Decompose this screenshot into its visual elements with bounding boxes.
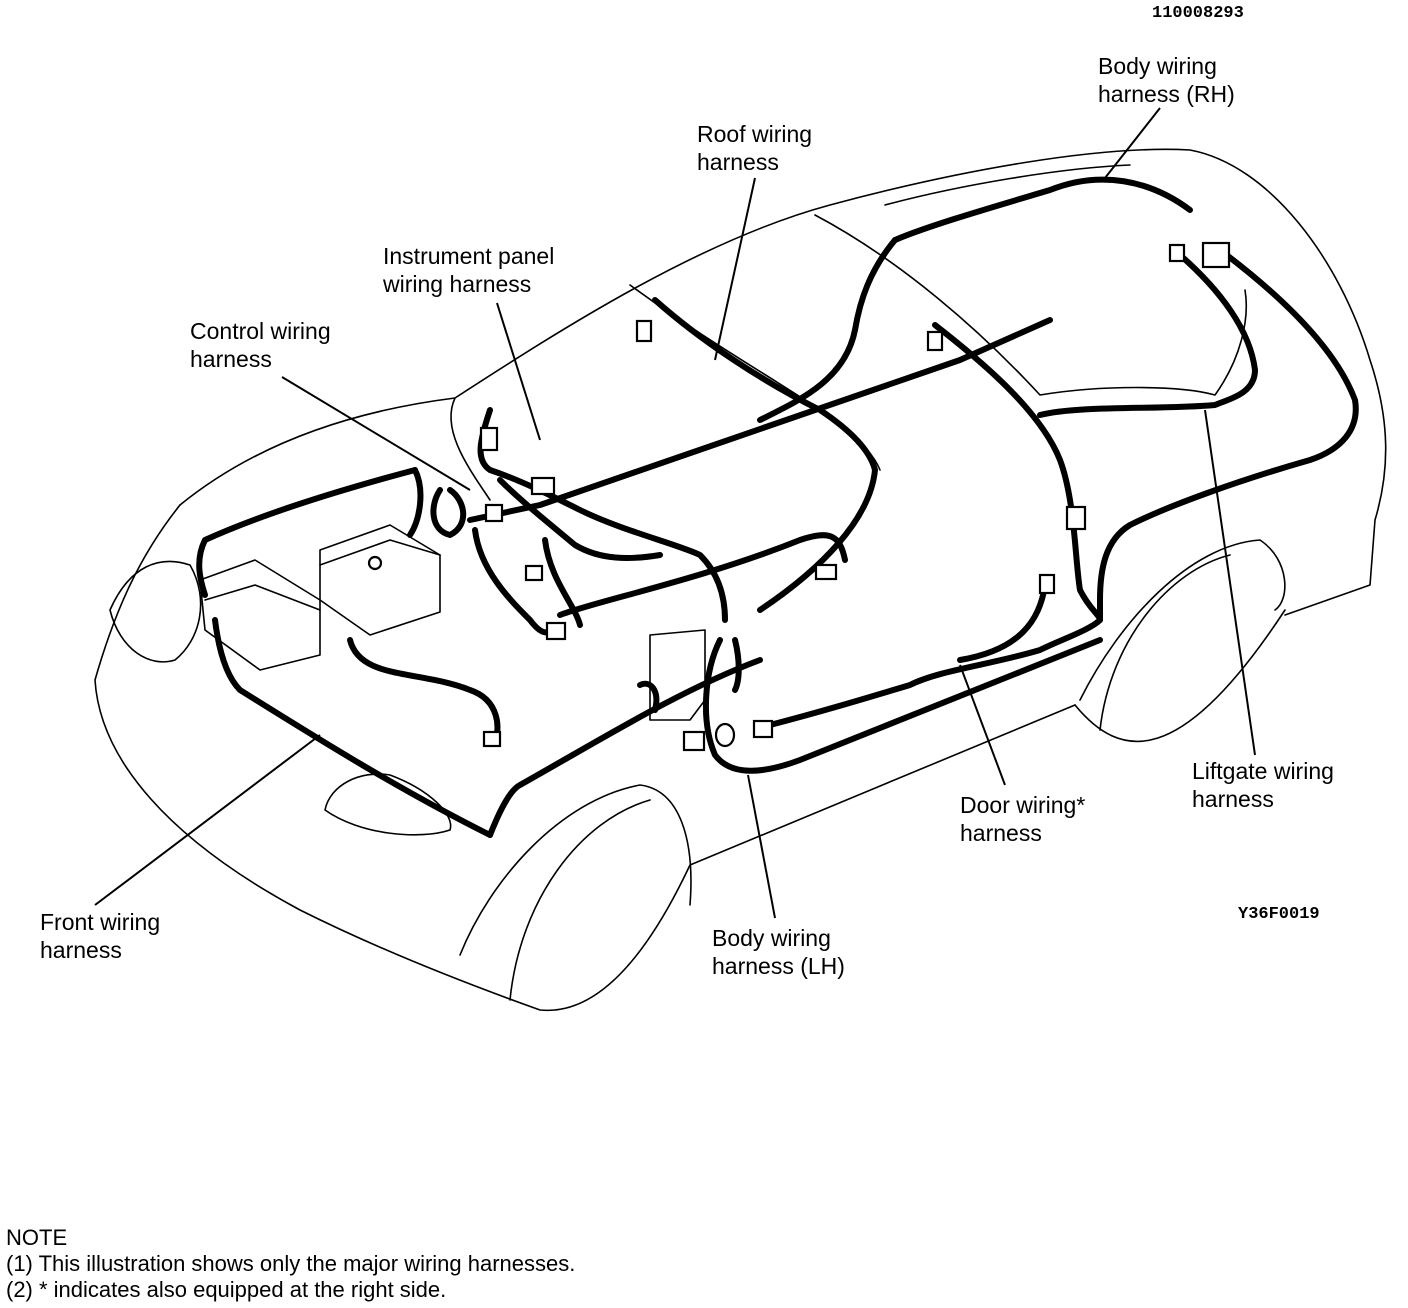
label-line: Control wiring <box>190 318 331 344</box>
label-roof-wiring-harness: Roof wiring harness <box>697 120 812 176</box>
note-title: NOTE <box>6 1225 68 1250</box>
instrument-panel-wiring-harness <box>477 407 848 623</box>
connectors <box>367 241 1231 752</box>
label-line: harness (LH) <box>712 953 845 979</box>
note-line-2: (2) * indicates also equipped at the rig… <box>6 1277 447 1302</box>
leader-lines <box>94 107 1256 919</box>
label-line: Body wiring <box>712 925 831 951</box>
roof-wiring-harness <box>652 176 1193 613</box>
leader-roof <box>714 177 756 361</box>
leader-instrument-panel <box>496 302 541 441</box>
label-line: harness <box>697 149 779 175</box>
wheel-arches <box>459 539 1286 1001</box>
leader-liftgate <box>1204 409 1256 756</box>
label-instrument-panel-wiring-harness: Instrument panel wiring harness <box>383 242 554 298</box>
leader-control <box>281 376 471 491</box>
label-line: harness (RH) <box>1098 81 1235 107</box>
label-body-wiring-harness-lh: Body wiring harness (LH) <box>712 924 845 980</box>
leader-door <box>959 664 1006 786</box>
leader-body-rh <box>1104 107 1161 179</box>
label-line: harness <box>190 346 272 372</box>
drawing-id: Y36F0019 <box>1238 905 1320 924</box>
label-body-wiring-harness-rh: Body wiring harness (RH) <box>1098 52 1235 108</box>
label-door-wiring-harness: Door wiring* harness <box>960 791 1085 847</box>
label-liftgate-wiring-harness: Liftgate wiring harness <box>1192 757 1334 813</box>
front-wiring-harness <box>196 467 763 838</box>
leader-front <box>94 734 321 906</box>
figure-number: 110008293 <box>1152 4 1244 23</box>
note-line-1: (1) This illustration shows only the maj… <box>6 1251 576 1276</box>
door-wiring-harness <box>767 322 1103 728</box>
engine-components <box>199 524 706 721</box>
body-wiring-harness-rh <box>757 237 1359 623</box>
leader-body-lh <box>747 774 776 919</box>
label-control-wiring-harness: Control wiring harness <box>190 317 331 373</box>
note-block: NOTE (1) This illustration shows only th… <box>6 1225 575 1303</box>
label-line: wiring harness <box>383 271 532 297</box>
label-line: Door wiring* <box>960 792 1086 818</box>
label-front-wiring-harness: Front wiring harness <box>40 908 160 964</box>
label-line: Body wiring <box>1098 53 1217 79</box>
label-line: Roof wiring <box>697 121 813 147</box>
label-line: harness <box>960 820 1042 846</box>
label-line: Liftgate wiring <box>1192 758 1334 784</box>
headlights <box>109 560 452 836</box>
body-wiring-harness-lh <box>637 637 1103 774</box>
liftgate-wiring-harness <box>1037 252 1258 418</box>
label-line: Instrument panel <box>383 243 555 269</box>
label-line: Front wiring <box>40 909 161 935</box>
label-line: harness <box>1192 786 1274 812</box>
label-line: harness <box>40 937 122 963</box>
